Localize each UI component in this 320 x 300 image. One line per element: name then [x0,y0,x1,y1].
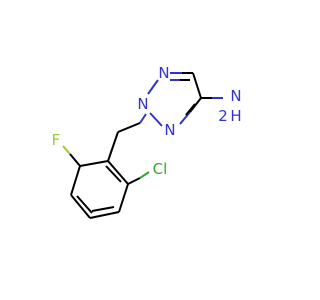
atom-amine-n: N [230,87,241,105]
bond-c-right-n-bottom-b [179,111,191,125]
bond-c4-c5 [89,211,120,219]
bond-c-top-c-right [192,72,202,99]
atom-chlorine: Cl [153,160,168,178]
molecule-diagram: N N N N H 2 F Cl [51,64,242,219]
bond-ch2-aryl [107,131,119,162]
bond-c-right-n-bottom [189,97,202,113]
bond-c-right-n-bottom-inner [185,103,196,116]
atom-labels: N N N N H 2 F Cl [52,64,242,178]
benzene-ring [70,160,129,219]
bond-c2-f [69,153,81,167]
bond-c3-c4-inner [76,195,93,214]
atom-n-left: N [137,95,148,113]
bond-c2-f-b [62,145,71,155]
bond-c2-c3 [70,165,81,196]
bond-n-left-n-top [147,79,159,95]
bond-n-left-ch2 [139,113,147,124]
triazole-ring [147,72,223,127]
bond-c6-cl [127,177,141,185]
bond-c3-c4 [70,194,91,219]
atom-amine-h: H [230,107,241,125]
bond-n-left-ch2-b [117,122,141,133]
bond-c1-c2 [79,160,109,167]
atom-amine-subscript: 2 [218,107,228,125]
atom-fluorine: F [52,131,61,149]
bond-n-bottom-n-left [149,112,163,127]
molecule-structure: N N N N H 2 F Cl [52,64,242,219]
substituents [62,145,150,185]
bond-c6-cl-b [139,171,150,179]
bond-c5-c6 [118,183,129,213]
bond-c6-c1 [107,160,129,185]
bond-c6-c1-inner [105,165,122,183]
bond-c4-c5-inner [91,206,115,212]
atom-n-top: N [158,64,169,82]
atom-n-bottom: N [164,121,175,139]
methylene-linker [107,113,147,162]
